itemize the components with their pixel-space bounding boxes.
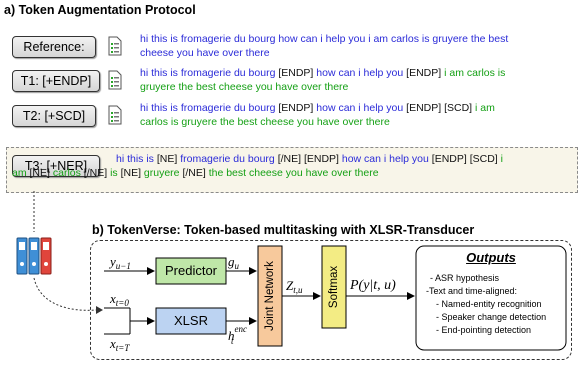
label-x-t0: xt=0 <box>109 291 129 308</box>
section-b-title: b) TokenVerse: Token-based multitasking … <box>92 223 475 237</box>
outputs-item: -Text and time-aligned: <box>426 286 518 296</box>
span: how can i help you <box>316 67 407 79</box>
span: carlos <box>52 166 84 179</box>
span: gruyere <box>143 166 183 179</box>
binders-icon <box>16 237 52 275</box>
label-y-u-1: yu−1 <box>108 254 131 271</box>
label-z-tu: Zt,u <box>286 278 303 295</box>
joint-network-label: Joint Network <box>264 261 276 331</box>
tag-reference: Reference: <box>12 36 96 58</box>
softmax-box <box>321 245 347 329</box>
span: gruyere the best cheese you have over th… <box>140 80 349 93</box>
span: the best cheese you have over there <box>208 166 379 179</box>
document-icon <box>108 36 122 56</box>
span: fromagerie du bourg <box>180 153 278 165</box>
row-t2-line2: carlos is gruyere the best cheese you ha… <box>140 116 576 130</box>
row-t1-line1: hi this is fromagerie du bourg [ENDP] ho… <box>140 67 576 81</box>
tag-t2: T2: [+SCD] <box>12 105 96 127</box>
tag-t3: T3: [+NER] <box>12 155 100 177</box>
t3-box <box>6 147 578 193</box>
outputs-title: Outputs <box>466 250 516 265</box>
label-g-u: gu <box>228 254 240 271</box>
predictor-label: Predictor <box>164 263 218 278</box>
span: i am <box>475 102 495 114</box>
span: hi this is fromagerie du bourg <box>140 102 279 114</box>
model-container <box>90 240 572 360</box>
span: [ENDP] <box>406 67 445 79</box>
row-t2-line1: hi this is fromagerie du bourg [ENDP] ho… <box>140 102 576 116</box>
joint-network-box <box>257 245 283 347</box>
span: am <box>12 166 30 179</box>
outputs-item: - Speaker change detection <box>436 312 547 322</box>
span: cheese you have over there <box>140 46 270 59</box>
span: how can i help you <box>341 153 432 165</box>
span: [ENDP] <box>278 67 317 79</box>
outputs-box <box>415 245 567 351</box>
span: [/NE] <box>182 166 209 179</box>
span: [NE] <box>156 153 181 165</box>
span: [ENDP] <box>278 102 317 114</box>
row-t3-text: hi this is [NE] fromagerie du bourg [/NE… <box>12 153 576 180</box>
row-t3-line2: am [NE] carlos [/NE] is [NE] gruyere [/N… <box>12 167 576 181</box>
document-icon <box>108 105 122 125</box>
row-t1-line2: gruyere the best cheese you have over th… <box>140 81 576 95</box>
span: is <box>110 166 121 179</box>
span: [NE] <box>29 166 53 179</box>
outputs-item: - Named-entity recognition <box>436 299 542 309</box>
outputs-item: - End-pointing detection <box>436 325 532 335</box>
span: [/NE] <box>83 166 111 179</box>
row-t2-text: hi this is fromagerie du bourg [ENDP] ho… <box>140 102 576 129</box>
outputs-item: - ASR hypothesis <box>430 273 500 283</box>
span: [/NE] [ENDP] <box>277 153 342 165</box>
label-x-tT: xt=T <box>109 336 130 353</box>
span: carlos is gruyere the best cheese you ha… <box>140 115 390 128</box>
softmax-label: Softmax <box>328 265 340 309</box>
span: hi this is <box>116 153 157 165</box>
span: [NE] <box>120 166 144 179</box>
span: how can i help you <box>316 102 407 114</box>
tag-t1: T1: [+ENDP] <box>12 70 100 92</box>
probability-label: P(y|t, u) <box>350 278 396 293</box>
span: [ENDP] [SCD] <box>431 153 501 165</box>
row-reference-text: hi this is fromagerie du bourg how can i… <box>140 33 576 60</box>
span: hi this is fromagerie du bourg <box>140 67 279 79</box>
span: i am carlos is <box>444 67 506 79</box>
row-reference-line2: cheese you have over there <box>140 47 576 61</box>
span: [ENDP] [SCD] <box>406 102 476 114</box>
document-icon <box>108 70 122 90</box>
span: hi this is fromagerie du bourg how can i… <box>140 33 509 45</box>
row-t1-text: hi this is fromagerie du bourg [ENDP] ho… <box>140 67 576 94</box>
span: i <box>500 153 503 165</box>
row-reference-line1: hi this is fromagerie du bourg how can i… <box>140 33 576 47</box>
xlsr-label: XLSR <box>174 313 208 328</box>
row-t3-line1: hi this is [NE] fromagerie du bourg [/NE… <box>116 153 576 167</box>
section-a-title: a) Token Augmentation Protocol <box>4 3 196 17</box>
outputs-list: - ASR hypothesis -Text and time-aligned:… <box>426 272 546 337</box>
xlsr-box <box>155 307 227 335</box>
